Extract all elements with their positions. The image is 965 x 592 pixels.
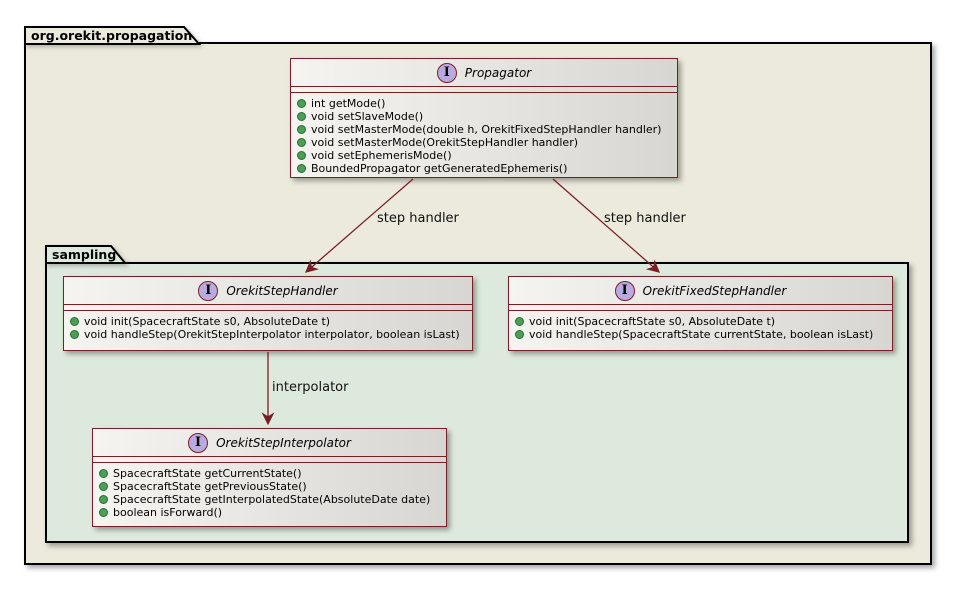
interface-name: OrekitFixedStepHandler [642,283,787,298]
interface-badge-icon: I [188,432,209,453]
interface-badge-icon: I [614,280,635,301]
package-tab-org-orekit-propagation [24,26,202,45]
public-method-icon [297,99,306,108]
methods-compartment: void init(SpacecraftState s0, AbsoluteDa… [509,311,892,343]
method-text: SpacecraftState getCurrentState() [113,467,302,480]
method-text: boolean isForward() [113,506,223,519]
method-text: void handleStep(SpacecraftState currentS… [529,328,874,341]
method-text: int getMode() [311,97,386,110]
method-text: SpacecraftState getInterpolatedState(Abs… [113,493,431,506]
public-method-icon [99,508,108,517]
public-method-icon [99,495,108,504]
interface-badge-icon: I [436,62,457,83]
class-title-orekit-fixed-step-handler: I OrekitFixedStepHandler [509,277,892,305]
package-tab-shape [24,26,202,45]
package-tab-sampling [45,245,128,264]
edge-label-step-handler-left: step handler [377,211,459,226]
public-method-icon [297,112,306,121]
class-box-orekit-step-handler: I OrekitStepHandler void init(Spacecraft… [63,276,473,351]
class-box-orekit-fixed-step-handler: I OrekitFixedStepHandler void init(Space… [508,276,893,351]
method-row: void setMasterMode(double h, OrekitFixed… [297,123,671,136]
method-row: void init(SpacecraftState s0, AbsoluteDa… [515,315,886,328]
method-text: void init(SpacecraftState s0, AbsoluteDa… [529,315,776,328]
fields-compartment [291,87,677,93]
method-row: boolean isForward() [99,506,440,519]
method-text: void setMasterMode(double h, OrekitFixed… [311,123,662,136]
class-box-propagator: I Propagator int getMode() void setSlave… [290,58,678,178]
class-title-propagator: I Propagator [291,59,677,87]
package-tab-shape [45,245,128,264]
methods-compartment: SpacecraftState getCurrentState() Spacec… [93,463,446,521]
public-method-icon [515,317,524,326]
fields-compartment [93,457,446,463]
method-row: void setEphemerisMode() [297,149,671,162]
interface-name: OrekitStepInterpolator [216,435,351,450]
public-method-icon [515,330,524,339]
edge-label-interpolator: interpolator [272,380,349,395]
package-label-sampling: sampling [52,247,117,262]
edge-label-step-handler-right: step handler [604,211,686,226]
method-text: void setSlaveMode() [311,110,424,123]
class-title-orekit-step-handler: I OrekitStepHandler [64,277,472,305]
method-row: int getMode() [297,97,671,110]
fields-compartment [64,305,472,311]
public-method-icon [297,164,306,173]
method-text: void handleStep(OrekitStepInterpolator i… [84,328,460,341]
method-row: void handleStep(SpacecraftState currentS… [515,328,886,341]
interface-name: Propagator [464,65,532,80]
public-method-icon [70,330,79,339]
public-method-icon [99,482,108,491]
method-row: void setMasterMode(OrekitStepHandler han… [297,136,671,149]
class-box-orekit-step-interpolator: I OrekitStepInterpolator SpacecraftState… [92,428,447,527]
method-text: SpacecraftState getPreviousState() [113,480,307,493]
method-text: BoundedPropagator getGeneratedEphemeris(… [311,162,568,175]
method-text: void setEphemerisMode() [311,149,452,162]
method-row: void setSlaveMode() [297,110,671,123]
public-method-icon [297,125,306,134]
fields-compartment [509,305,892,311]
package-label-org-orekit-propagation: org.orekit.propagation [31,28,193,43]
interface-name: OrekitStepHandler [226,283,338,298]
methods-compartment: int getMode() void setSlaveMode() void s… [291,93,677,177]
method-row: SpacecraftState getPreviousState() [99,480,440,493]
method-row: SpacecraftState getCurrentState() [99,467,440,480]
public-method-icon [297,151,306,160]
method-row: void handleStep(OrekitStepInterpolator i… [70,328,466,341]
public-method-icon [99,469,108,478]
methods-compartment: void init(SpacecraftState s0, AbsoluteDa… [64,311,472,343]
method-row: BoundedPropagator getGeneratedEphemeris(… [297,162,671,175]
class-title-orekit-step-interpolator: I OrekitStepInterpolator [93,429,446,457]
interface-badge-icon: I [198,280,219,301]
public-method-icon [297,138,306,147]
public-method-icon [70,317,79,326]
method-row: SpacecraftState getInterpolatedState(Abs… [99,493,440,506]
method-row: void init(SpacecraftState s0, AbsoluteDa… [70,315,466,328]
method-text: void init(SpacecraftState s0, AbsoluteDa… [84,315,331,328]
method-text: void setMasterMode(OrekitStepHandler han… [311,136,579,149]
